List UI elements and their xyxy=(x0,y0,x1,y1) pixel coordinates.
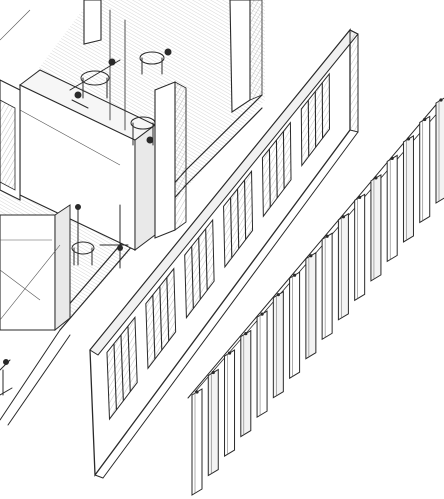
louver-fin-fixing xyxy=(276,293,280,297)
louver-fin xyxy=(435,97,444,204)
louver-fin xyxy=(419,115,431,224)
column-side xyxy=(174,81,187,231)
louver-fin-fixing xyxy=(260,312,264,316)
window-mullion xyxy=(268,148,271,208)
panel-bottom-corner xyxy=(94,474,104,479)
window-wall-panel xyxy=(89,28,359,479)
louver-top-rail-2 xyxy=(194,109,441,393)
room-left-inner xyxy=(0,99,16,191)
louver-fins xyxy=(191,97,444,496)
louver-fin xyxy=(402,135,414,243)
room-lower-side xyxy=(54,204,71,332)
louver-fin-fixing xyxy=(374,176,378,180)
furniture-group-1 xyxy=(69,58,121,109)
window-mullion xyxy=(198,237,201,300)
window-mullion xyxy=(127,326,131,392)
louver-screen xyxy=(187,97,444,496)
furniture-group-5 xyxy=(0,359,13,396)
louver-fin-fixing xyxy=(423,117,427,122)
panel-end-face xyxy=(349,29,359,133)
louver-fin-fixing xyxy=(439,98,443,102)
louver-fin-fixing xyxy=(244,332,248,336)
window-mullion xyxy=(275,140,278,198)
column-front xyxy=(154,81,176,239)
window-mullion xyxy=(159,286,163,351)
louver-fin-fixing xyxy=(227,351,232,355)
louver-fin-fixing xyxy=(309,254,313,258)
outer-wall-lower-edge xyxy=(0,329,61,421)
louver-fin xyxy=(321,232,333,341)
louver-top-rail xyxy=(187,99,441,399)
panel-bottom-edge xyxy=(102,131,359,479)
louver-fin xyxy=(337,212,349,321)
diag-guide-3 xyxy=(0,9,31,41)
louver-fin xyxy=(256,310,268,419)
window-mullion xyxy=(191,246,194,309)
louver-fin xyxy=(386,154,398,263)
louver-fin-fixing xyxy=(358,195,362,199)
louver-fin-fixing xyxy=(211,370,215,375)
louver-fin-fixing xyxy=(195,390,199,394)
back-wall-left xyxy=(83,0,102,45)
window-mullion xyxy=(230,197,233,258)
louver-fin xyxy=(370,173,382,282)
louver-fin-fixing xyxy=(341,215,345,219)
louver-fin xyxy=(240,329,252,438)
diag-guide-2 xyxy=(0,269,41,301)
window-mullion xyxy=(166,277,170,341)
outer-wall-lower-edge-2 xyxy=(7,334,71,426)
furniture-group-4 xyxy=(71,204,129,269)
window-mullion xyxy=(282,131,285,189)
furniture-group-3 xyxy=(130,116,156,146)
window-mullion xyxy=(243,180,247,240)
back-wall-right-face xyxy=(249,0,263,101)
louver-fin xyxy=(191,388,203,496)
room-center-shadow-line xyxy=(19,109,121,166)
louver-fin-fixing xyxy=(406,137,411,141)
window-mullion xyxy=(152,294,156,360)
room-lower-front xyxy=(0,214,56,331)
louver-fin-fixing xyxy=(325,234,329,238)
louver-fin-fixing xyxy=(293,273,297,277)
window-bays xyxy=(106,72,330,421)
room-center-side xyxy=(134,124,156,251)
furniture-group-2 xyxy=(139,48,172,75)
louver-fin xyxy=(289,271,301,380)
diag-guide-1 xyxy=(0,244,61,321)
louver-fin xyxy=(354,193,366,302)
window-mullion xyxy=(237,188,240,249)
louver-fin xyxy=(272,290,284,399)
building-core xyxy=(0,0,265,426)
louver-fin-fixing xyxy=(390,156,394,160)
window-mullion xyxy=(205,228,208,291)
window-mullion xyxy=(120,334,124,401)
back-wall-right xyxy=(229,0,251,114)
window-mullion xyxy=(113,343,117,410)
louver-fin xyxy=(224,349,236,457)
louver-fin xyxy=(207,368,219,477)
louver-fin xyxy=(305,251,317,360)
